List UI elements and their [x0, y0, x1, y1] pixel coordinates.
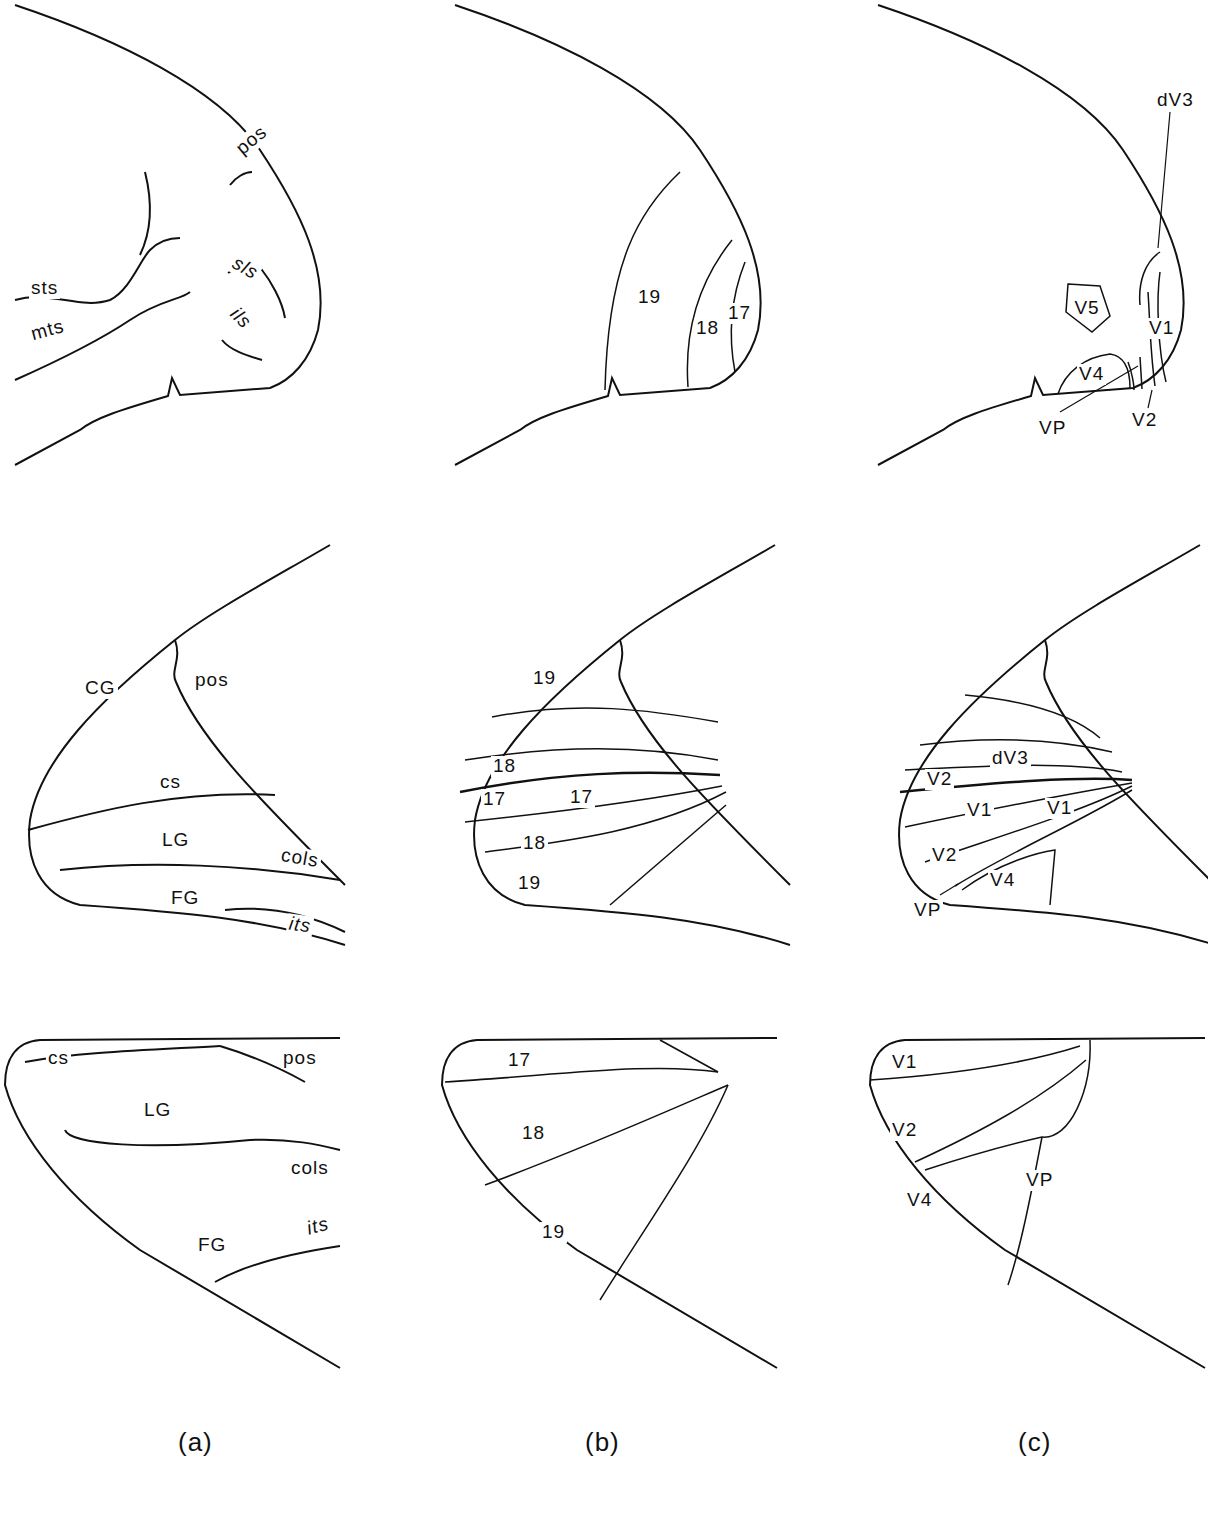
area-label: its [303, 1213, 334, 1240]
area-label: sts [29, 278, 60, 299]
area-label: dV3 [990, 748, 1031, 769]
area-label: V2 [890, 1120, 919, 1141]
area-label: V4 [988, 870, 1017, 891]
area-label: 18 [694, 318, 721, 339]
area-label: V2 [925, 769, 954, 790]
area-label: 18 [521, 833, 548, 854]
area-label: sls [227, 252, 264, 285]
area-label: 17 [726, 303, 753, 324]
area-label: pos [193, 670, 231, 691]
area-label: 17 [568, 787, 595, 808]
area-label: FG [196, 1235, 228, 1256]
area-label: 17 [481, 789, 508, 810]
area-label: VP [1037, 418, 1068, 439]
area-label: V1 [1147, 318, 1176, 339]
area-label: cols [289, 1158, 331, 1179]
panel-letter: (b) [583, 1428, 622, 1457]
area-label: 18 [491, 756, 518, 777]
area-label: CG [83, 678, 118, 699]
area-label: V1 [965, 800, 994, 821]
area-label: pos [281, 1048, 319, 1069]
area-label: LG [160, 830, 191, 851]
area-label: V4 [905, 1190, 934, 1211]
area-label: mts [27, 315, 69, 345]
area-label: 19 [516, 873, 543, 894]
area-label: 18 [520, 1123, 547, 1144]
area-label: cs [158, 772, 183, 793]
panel-letter: (c) [1016, 1428, 1053, 1457]
area-label: V2 [930, 845, 959, 866]
lateral-outline [15, 5, 321, 465]
area-label: pos [231, 120, 273, 160]
area-label: its [286, 913, 315, 937]
area-label: V1 [1045, 798, 1074, 819]
area-label: VP [912, 900, 943, 921]
area-label: 19 [531, 668, 558, 689]
area-label: V2 [1130, 410, 1159, 431]
area-label: cols [278, 845, 323, 873]
area-label: 17 [506, 1050, 533, 1071]
medial-outline [29, 545, 345, 945]
area-label: VP [1024, 1170, 1055, 1191]
area-label: ils [224, 302, 256, 334]
area-label: V4 [1077, 364, 1106, 385]
ventral-outline [5, 1038, 340, 1368]
area-label: FG [169, 888, 201, 909]
area-outline: V5 [1062, 282, 1112, 334]
area-label: cs [46, 1048, 71, 1069]
panel-letter: (a) [176, 1428, 215, 1457]
area-label: V5 [1074, 297, 1099, 319]
area-label: V1 [890, 1052, 919, 1073]
area-label: 19 [636, 287, 663, 308]
area-label: dV3 [1155, 90, 1196, 111]
area-label: 19 [540, 1222, 567, 1243]
area-label: LG [142, 1100, 173, 1121]
